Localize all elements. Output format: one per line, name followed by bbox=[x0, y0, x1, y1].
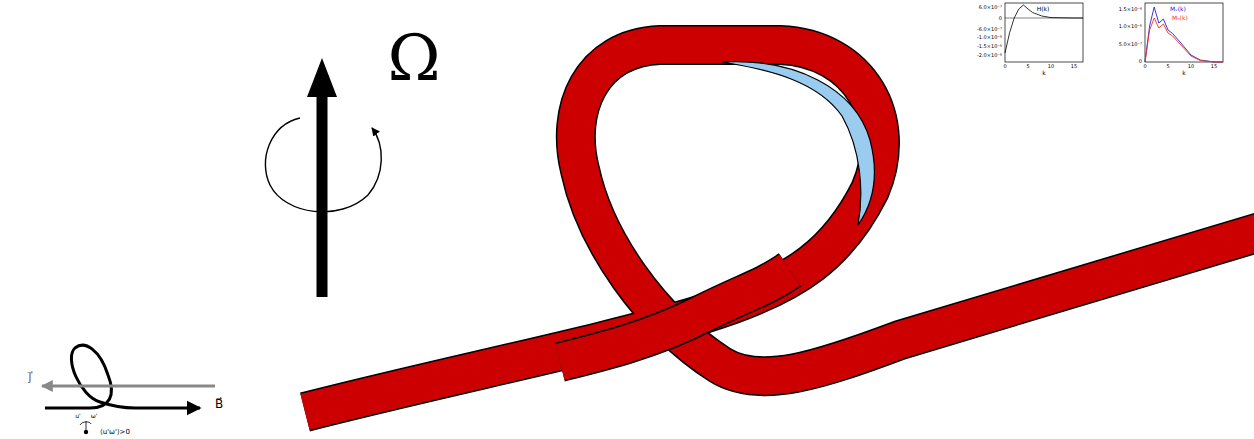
rotation-axis bbox=[265, 58, 381, 297]
series-label: Mᵥ(k) bbox=[1170, 6, 1186, 12]
tick-label: -1.5×10⁻⁶ bbox=[977, 43, 1002, 48]
tick-label: 0 bbox=[999, 16, 1002, 21]
tick-label: -1.0×10⁻⁶ bbox=[977, 34, 1002, 39]
energy-spectrum-plot bbox=[1145, 3, 1223, 62]
tick-label: 5 bbox=[1026, 64, 1029, 69]
series-label: Mₕ(k) bbox=[1172, 15, 1188, 21]
tick-label: 1.5×10⁻⁶ bbox=[1119, 6, 1142, 11]
twisted-ribbon bbox=[305, 45, 1254, 412]
field-loop-inset bbox=[42, 345, 215, 434]
tick-label: 0 bbox=[1003, 64, 1006, 69]
tick-label: 5.0×10⁻⁷ bbox=[1119, 42, 1142, 47]
series-label: H(k) bbox=[1037, 6, 1050, 12]
tick-label: -6.0×10⁻⁷ bbox=[977, 27, 1002, 32]
vorticity-label: ω' bbox=[91, 413, 98, 419]
tick-label: 6.0×10⁻⁷ bbox=[979, 5, 1002, 10]
axis-title: k bbox=[1182, 70, 1185, 76]
tick-label: 0 bbox=[1143, 64, 1146, 69]
tick-label: -2.0×10⁻⁶ bbox=[977, 52, 1002, 57]
tick-label: 5 bbox=[1166, 64, 1169, 69]
tick-label: 10 bbox=[1188, 64, 1194, 69]
helicity-spectrum-plot bbox=[1005, 3, 1083, 62]
field-label: B⃗ bbox=[215, 398, 223, 410]
tick-label: 10 bbox=[1048, 64, 1054, 69]
current-label: j⃗ bbox=[28, 370, 31, 382]
helicity-label: ⟨u'ω'⟩>0 bbox=[100, 429, 130, 436]
velocity-label: u' bbox=[75, 413, 80, 419]
tick-label: 15 bbox=[1071, 64, 1077, 69]
axis-title: k bbox=[1042, 70, 1045, 76]
axis-label: Ω bbox=[387, 26, 440, 90]
tick-label: 1.0×10⁻⁶ bbox=[1119, 24, 1142, 29]
tick-label: 0 bbox=[1139, 59, 1142, 64]
tick-label: 15 bbox=[1211, 64, 1217, 69]
